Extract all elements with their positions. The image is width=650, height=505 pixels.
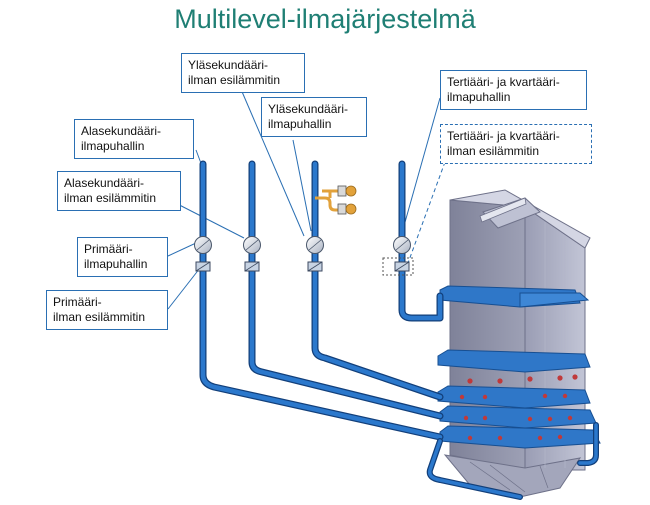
wind-box-rings xyxy=(437,285,601,449)
lower-secondary-fan-icon xyxy=(243,236,261,254)
lower-secondary-preheater-icon xyxy=(244,261,260,272)
label-tertiary-preheater: Tertiääri- ja kvartääri- ilman esilämmit… xyxy=(440,124,592,164)
fans xyxy=(194,236,411,254)
primary-fan-icon xyxy=(194,236,212,254)
steam-heater-icon xyxy=(315,185,357,215)
label-lower-secondary-preheater: Alasekundääri- ilman esilämmitin xyxy=(57,171,181,211)
label-primary-fan: Primääri- ilmapuhallin xyxy=(77,237,168,277)
diagram-title: Multilevel-ilmajärjestelmä xyxy=(174,4,476,34)
burner-ports xyxy=(459,374,578,441)
label-primary-preheater: Primääri- ilman esilämmitin xyxy=(46,290,168,330)
tertiary-fan-icon xyxy=(393,236,411,254)
tertiary-preheater-icon xyxy=(382,257,414,276)
boiler xyxy=(443,189,591,498)
label-lower-secondary-fan: Alasekundääri- ilmapuhallin xyxy=(74,119,194,159)
label-upper-secondary-fan: Yläsekundääri- ilmapuhallin xyxy=(261,97,367,137)
label-tertiary-fan: Tertiääri- ja kvartääri- ilmapuhallin xyxy=(440,70,587,110)
preheaters xyxy=(195,257,414,276)
upper-secondary-fan-icon xyxy=(306,236,324,254)
label-upper-secondary-preheater: Yläsekundääri- ilman esilämmitin xyxy=(181,53,305,93)
primary-preheater-icon xyxy=(195,261,211,272)
upper-secondary-preheater-icon xyxy=(307,261,323,272)
air-ducts xyxy=(199,160,599,500)
